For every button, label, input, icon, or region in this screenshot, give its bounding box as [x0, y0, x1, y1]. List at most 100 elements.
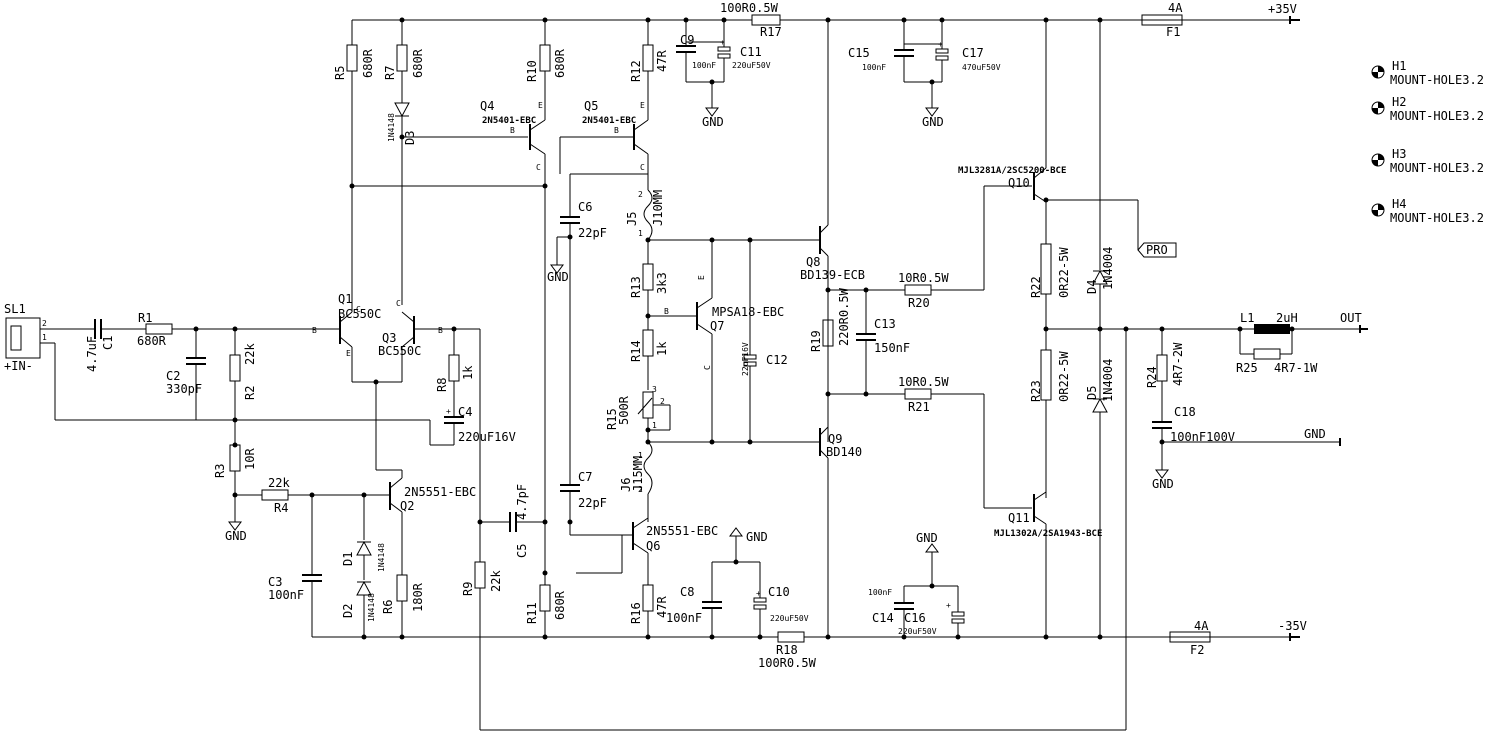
q5-value: 2N5401-EBC	[582, 116, 636, 126]
gnd-label-c14: GND	[916, 531, 938, 545]
gnd-label-c9: GND	[702, 115, 724, 129]
q10-value: MJL3281A/2SC5200-BCE	[958, 166, 1066, 176]
f2-value: 4A	[1194, 619, 1209, 633]
h2-label: H2	[1392, 95, 1406, 109]
c16-plus: +	[946, 601, 951, 610]
q9-label: Q9	[828, 432, 842, 446]
junction-dots	[193, 17, 1295, 640]
r24-label: R24	[1145, 366, 1159, 388]
capacitor-c14: 100nF C14	[868, 586, 914, 637]
resistor-r21: 10R0.5W R21	[866, 375, 1032, 509]
capacitor-c4: + C4 220uF16V	[444, 405, 516, 446]
jumper-j6: 1 2 J6 J15MM	[619, 441, 653, 522]
r14-value: 1k	[655, 341, 669, 356]
connector-sl1: SL1 2 1 +IN-	[4, 302, 94, 420]
negative-rail-label: -35V	[1278, 619, 1307, 633]
d3-value: 1N4148	[387, 113, 396, 142]
c9-value: 100nF	[692, 61, 716, 70]
gnd-label-c18: GND	[1152, 477, 1174, 491]
jumper-j5: 2 1 J5 J10MM	[625, 189, 665, 241]
q7-pin-e: E	[697, 275, 706, 280]
r13-value: 3k3	[655, 272, 669, 294]
capacitor-c18: C18 100nF100V GND	[1152, 405, 1341, 470]
j5-value: J10MM	[651, 190, 665, 226]
h4-value: MOUNT-HOLE3.2	[1390, 211, 1484, 225]
q5-pin-c: C	[640, 163, 645, 172]
c18-label: C18	[1174, 405, 1196, 419]
diode-d1: D1 1N4148	[341, 495, 386, 580]
resistor-r5: R5 680R	[333, 20, 375, 305]
h3-label: H3	[1392, 147, 1406, 161]
r16-value: 47R	[655, 596, 669, 618]
resistor-r13: R13 3k3	[629, 240, 669, 330]
r25-value: 4R7-1W	[1274, 361, 1318, 375]
c4-label: C4	[458, 405, 472, 419]
r4-label: R4	[274, 501, 288, 515]
c3-value: 100nF	[268, 588, 304, 602]
resistor-r2: 22k R2	[229, 329, 257, 445]
c6-label: C6	[578, 200, 592, 214]
h1-value: MOUNT-HOLE3.2	[1390, 73, 1484, 87]
d5-value: 1N4004	[1101, 359, 1115, 402]
c10-label: C10	[768, 585, 790, 599]
resistor-r3: R3 10R	[213, 444, 257, 522]
r24-value: 4R7-2W	[1171, 342, 1185, 386]
protection-tag: PRO	[1137, 242, 1177, 258]
c5-label: C5	[515, 544, 529, 558]
r6-label: R6	[381, 600, 395, 614]
r23-value: 0R22-5W	[1057, 351, 1071, 402]
transistor-q8: Q8 BD139-ECB	[800, 224, 865, 442]
sl1-label: SL1	[4, 302, 26, 316]
c13-label: C13	[874, 317, 896, 331]
c10-plus: +	[756, 589, 761, 598]
r4-value: 22k	[268, 476, 290, 490]
capacitor-c13: C13 150nF	[856, 290, 910, 394]
c13-value: 150nF	[874, 341, 910, 355]
c2-value: 330pF	[166, 382, 202, 396]
r18-label: R18	[776, 643, 798, 657]
trimmer-r15: 3 1 2 R15 500R	[605, 385, 671, 442]
pro-label: PRO	[1146, 243, 1168, 257]
q1-label: Q1	[338, 292, 352, 306]
r20-value: 10R0.5W	[898, 271, 949, 285]
j6-pin2: 2	[638, 485, 643, 494]
r17-label: R17	[760, 25, 782, 39]
resistor-r1: R1 680R	[137, 311, 316, 348]
negative-rail	[312, 633, 1300, 641]
r3-value: 10R	[243, 448, 257, 470]
q8-label: Q8	[806, 255, 820, 269]
h3-value: MOUNT-HOLE3.2	[1390, 161, 1484, 175]
r17-value: 100R0.5W	[720, 1, 779, 15]
c15-value: 100nF	[862, 63, 886, 72]
q6-label: Q6	[646, 539, 660, 553]
q11-value: MJL1302A/2SA1943-BCE	[994, 529, 1102, 539]
transistor-q1: Q1 BC550C B C E	[312, 292, 381, 382]
c2-label: C2	[166, 369, 180, 383]
c12-label: C12	[766, 353, 788, 367]
f1-label: F1	[1166, 25, 1180, 39]
c7-label: C7	[578, 470, 592, 484]
r12-value: 47R	[655, 50, 669, 72]
r8-label: R8	[435, 378, 449, 392]
r18-value: 100R0.5W	[758, 656, 817, 670]
r21-value: 10R0.5W	[898, 375, 949, 389]
q9-value: BD140	[826, 445, 862, 459]
sl1-pin2: 2	[42, 319, 47, 328]
r22-value: 0R22-5W	[1057, 247, 1071, 298]
resistor-r14: R14 1k	[629, 329, 669, 390]
q5-pin-e: E	[640, 101, 645, 110]
q1-pin-c: C	[356, 305, 361, 314]
f1-value: 4A	[1168, 1, 1183, 15]
r19-label: R19	[809, 330, 823, 352]
d4-value: 1N4004	[1101, 247, 1115, 290]
resistor-r4: 22k R4	[235, 476, 390, 515]
gnd-symbol-c18: GND	[1152, 469, 1174, 491]
r7-label: R7	[383, 66, 397, 80]
capacitor-c12: C12 22uF16V	[741, 240, 788, 442]
gnd-symbol-c14: GND	[916, 531, 939, 586]
r5-label: R5	[333, 66, 347, 80]
d2-value: 1N4148	[367, 593, 376, 622]
diode-d2: D2 1N4148	[341, 580, 376, 637]
